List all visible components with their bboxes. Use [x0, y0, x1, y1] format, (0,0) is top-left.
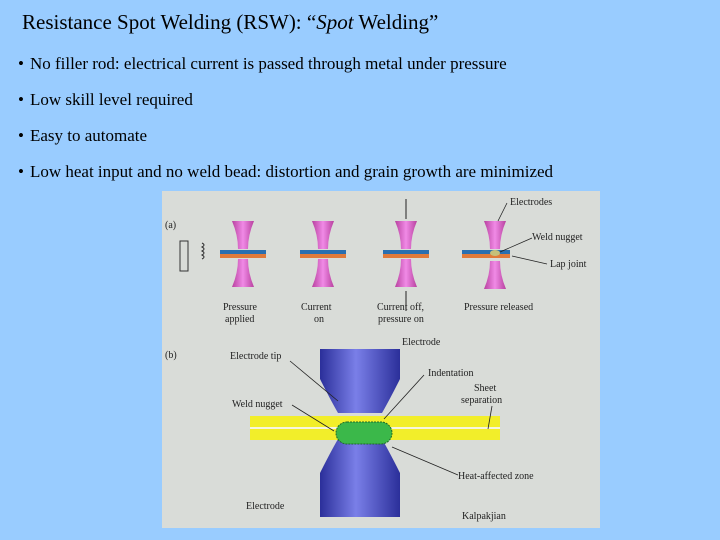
coil-icon [200, 242, 205, 260]
transformer-icon [179, 240, 189, 272]
label-pressure-applied-1: Pressure [223, 302, 257, 313]
weld-nugget [335, 421, 393, 445]
bullet-list: •No filler rod: electrical current is pa… [18, 52, 553, 196]
stage-1 [220, 221, 266, 287]
label-weld-nugget-b: Weld nugget [232, 399, 283, 410]
lower-electrode [320, 439, 400, 517]
rsw-diagram: (a) Electrodes Weld nugget Lap joint Pre… [165, 197, 587, 522]
upper-electrode [320, 349, 400, 413]
title-italic: Spot [316, 10, 354, 34]
title-prefix: Resistance Spot Welding (RSW): “ [22, 10, 317, 34]
bullet-item: •Low heat input and no weld bead: distor… [18, 162, 554, 181]
stage-2 [300, 221, 346, 287]
credit-label: Kalpakjian [462, 511, 506, 522]
stage-4 [462, 221, 510, 289]
label-electrode-bottom: Electrode [246, 501, 285, 512]
label-indentation: Indentation [428, 368, 474, 379]
label-weld-nugget-a: Weld nugget [532, 232, 583, 243]
title-suffix: Welding” [353, 10, 439, 34]
label-current-off-2: pressure on [378, 314, 424, 325]
label-current-off-1: Current off, [377, 302, 424, 313]
label-current-on-1: Current [301, 302, 332, 313]
part-b-label: (b) [165, 350, 177, 361]
slide-title: Resistance Spot Welding (RSW): “Spot Wel… [22, 10, 438, 35]
label-sheet-sep-1: Sheet [474, 383, 496, 394]
label-electrode-tip: Electrode tip [230, 351, 281, 362]
label-lap-joint: Lap joint [550, 259, 587, 270]
label-sheet-sep-2: separation [461, 395, 502, 406]
stage-3 [383, 199, 429, 311]
label-electrodes: Electrodes [510, 197, 552, 208]
label-haz: Heat-affected zone [458, 471, 534, 482]
bullet-item: •Low skill level required [18, 90, 193, 109]
bullet-item: •No filler rod: electrical current is pa… [18, 54, 507, 73]
label-pressure-applied-2: applied [225, 314, 254, 325]
bullet-item: •Easy to automate [18, 126, 148, 145]
rsw-figure: (a) Electrodes Weld nugget Lap joint Pre… [162, 191, 600, 528]
part-a-label: (a) [165, 220, 176, 231]
label-pressure-released: Pressure released [464, 302, 533, 313]
label-current-on-2: on [314, 314, 324, 325]
label-electrode-top: Electrode [402, 337, 441, 348]
